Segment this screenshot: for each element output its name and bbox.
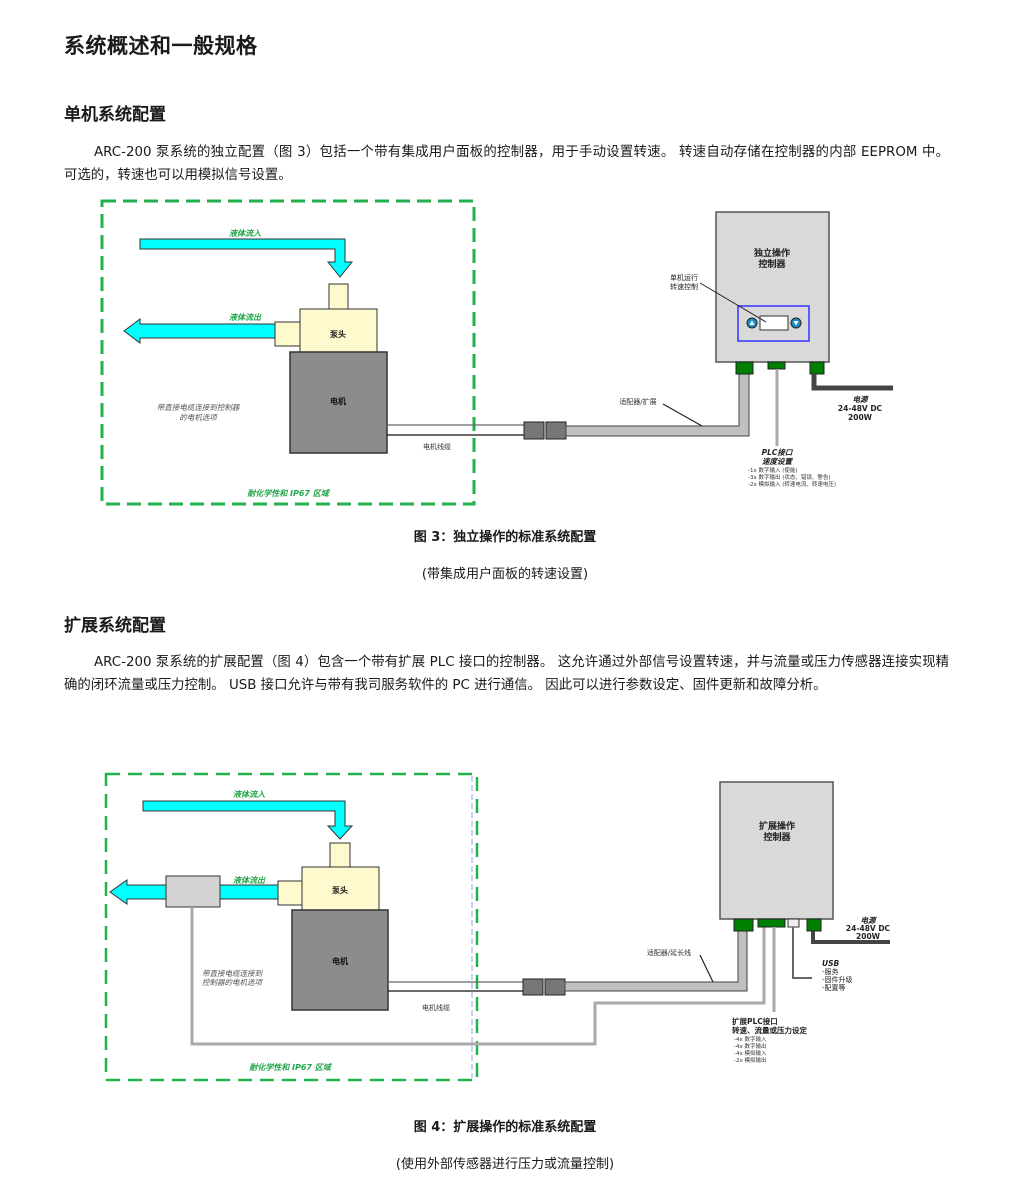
section-paragraph-standalone: ARC-200 泵系统的独立配置（图 3）包括一个带有集成用户面板的控制器，用于… xyxy=(64,145,949,183)
pump-outlet-port xyxy=(274,321,301,347)
adapter-pointer xyxy=(699,954,714,983)
plc-item: -4x 数字输入 xyxy=(734,1035,767,1043)
motor-connector xyxy=(733,918,754,932)
inflow-arrow-icon xyxy=(139,238,354,278)
motor xyxy=(289,351,388,454)
adapter-label: 适配器/延长线 xyxy=(647,948,691,957)
plc-connector xyxy=(767,361,786,370)
power-watt: 200W xyxy=(848,413,873,422)
outflow-arrow-icon xyxy=(123,318,276,344)
motor-label: 电机 xyxy=(330,396,346,406)
usb-item: -固件升级 xyxy=(822,975,853,984)
plc-title: 扩展PLC接口 xyxy=(732,1016,778,1026)
pump-head-label: 泵头 xyxy=(330,329,346,339)
power-connector xyxy=(806,918,822,932)
motor-label: 电机 xyxy=(332,956,348,966)
section-heading-extended: 扩展系统配置 xyxy=(64,616,166,636)
extended-controller xyxy=(719,781,834,920)
zone-label: 耐化学性和 IP67 区域 xyxy=(247,488,331,498)
adapter-cable xyxy=(565,372,750,437)
adapter-pointer xyxy=(662,403,703,427)
figure-4-caption: 图 4：扩展操作的标准系统配置 xyxy=(413,1120,597,1135)
section-heading-standalone: 单机系统配置 xyxy=(64,105,166,125)
plc-item: -1x 数字输入 (使能) xyxy=(748,466,798,474)
usb-cable xyxy=(792,927,812,979)
plc-item: -4x 数字输出 xyxy=(734,1042,767,1050)
plc-connector xyxy=(757,918,786,928)
power-voltage: 24-48V DC xyxy=(846,924,891,933)
outflow-label: 液体流出 xyxy=(229,313,262,322)
cable-connector-1 xyxy=(523,421,545,440)
section-paragraph-extended: ARC-200 泵系统的扩展配置（图 4）包含一个带有扩展 PLC 接口的控制器… xyxy=(64,655,949,693)
pump-inlet-port xyxy=(328,283,349,310)
motor-cable-label: 电机线缆 xyxy=(422,1003,450,1012)
panel-note-pointer xyxy=(699,282,767,323)
pump-inlet-port xyxy=(329,842,351,868)
sensor-cable xyxy=(190,907,766,1046)
adapter-label: 适配器/扩展 xyxy=(619,397,656,406)
pump-outlet-port xyxy=(277,880,303,906)
speed-display xyxy=(759,315,789,331)
pump-head xyxy=(299,308,378,354)
usb-item: -服务 xyxy=(822,967,839,976)
pump-head xyxy=(301,866,380,911)
external-sensor xyxy=(165,875,221,908)
plc-item: -2x 模拟输出 xyxy=(734,1056,767,1064)
plc-subtitle: 转速、流量或压力设定 xyxy=(732,1025,807,1035)
cable-connector-1 xyxy=(522,978,544,996)
figure-4-subcaption: (使用外部传感器进行压力或流量控制) xyxy=(395,1157,615,1172)
ip67-zone-border xyxy=(104,772,479,1082)
motor-cable-label: 电机线缆 xyxy=(423,442,451,451)
ip67-zone-border xyxy=(100,199,476,506)
motor-option-label-1: 带直接电缆连接到控制器 xyxy=(157,403,241,412)
power-title: 电源 xyxy=(861,916,877,925)
zone-label: 耐化学性和 IP67 区域 xyxy=(249,1062,333,1072)
plc-title: PLC接口 xyxy=(762,448,794,457)
adapter-cable xyxy=(564,929,748,992)
cable-connector-2 xyxy=(544,978,566,996)
controller-label-2: 控制器 xyxy=(763,831,791,843)
plc-item: -4x 模拟输入 xyxy=(734,1049,767,1057)
controller-label-1: 扩展操作 xyxy=(759,820,795,832)
plc-item: -3x 数字输出 (状态、错误、警告) xyxy=(748,473,831,481)
inflow-label: 液体流入 xyxy=(233,790,265,799)
usb-item: -配置等 xyxy=(822,983,846,992)
usb-title: USB xyxy=(822,959,839,968)
power-voltage: 24-48V DC xyxy=(838,404,883,413)
inflow-arrow-icon xyxy=(142,800,354,840)
motor-option-label-1: 带直接电缆连接到 xyxy=(202,969,263,978)
controller-label-1: 独立操作 xyxy=(753,247,790,259)
cable-connector-2 xyxy=(545,421,567,440)
panel-note-1: 单机运行 xyxy=(670,273,698,282)
power-title: 电源 xyxy=(853,395,869,404)
usb-connector xyxy=(787,918,800,928)
controller-label-2: 控制器 xyxy=(758,258,786,270)
motor-option-label-2: 的电机选项 xyxy=(179,413,218,422)
power-cable xyxy=(811,931,890,944)
figure-3-diagram: 液体流入 液体流出 泵头 电机 带直接电缆连接到控制器 的电机选项 电机线缆 耐… xyxy=(100,199,893,506)
figure-3-caption: 图 3：独立操作的标准系统配置 xyxy=(413,530,597,545)
plc-item: -2x 模拟输入 (转速电流、转速电压) xyxy=(748,480,836,488)
outflow-label: 液体流出 xyxy=(233,876,266,885)
inflow-label: 液体流入 xyxy=(229,229,261,238)
figure-3-subcaption: (带集成用户面板的转速设置) xyxy=(421,567,589,582)
motor xyxy=(291,909,389,1011)
power-watt: 200W xyxy=(856,932,881,941)
pump-head-label: 泵头 xyxy=(332,885,348,895)
page-title: 系统概述和一般规格 xyxy=(64,34,258,58)
motor-option-label-2: 控制器的电机选项 xyxy=(202,978,263,987)
panel-note-2: 转速控制 xyxy=(670,282,698,291)
power-cable xyxy=(811,374,893,391)
motor-connector xyxy=(735,361,754,375)
power-connector xyxy=(809,361,825,375)
figure-4-diagram: 液体流入 液体流出 泵头 电机 带直接电缆连接到 控制器的电机选项 电机线缆 耐… xyxy=(104,772,891,1082)
plc-subtitle: 速度设置 xyxy=(762,457,793,466)
